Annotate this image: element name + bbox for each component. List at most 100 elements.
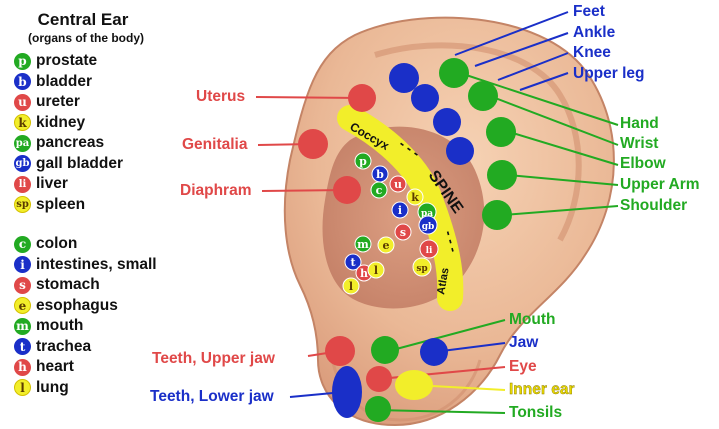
legend-title: Central Ear [37,10,129,29]
uterus-point [348,84,376,112]
legend-badge-b: b [14,73,31,91]
ear-badge-t [344,253,362,271]
callout-mouth: Mouth [509,311,556,328]
callout-shoulder: Shoulder [620,197,688,214]
ear-badge-text-u: u [394,178,402,191]
legend-item-pa: pa pancreas [6,133,196,154]
ear-badge-text-k: k [411,191,419,204]
ear-badge-text-p: p [359,155,367,168]
tonsils-point [365,396,391,422]
hand-point [439,58,469,88]
legend-badge-pa: pa [14,134,31,152]
callout-wrist: Wrist [620,135,659,152]
ankle-point [411,84,439,112]
legend-item-e: e esophagus [6,296,196,317]
legend-badge-e: e [14,297,31,315]
legend-label-i: intestines, small [36,255,157,273]
eye-point [366,366,392,392]
ear-badge-p [354,152,372,170]
legend-label-k: kidney [36,113,86,131]
ear-badge-sp [412,257,432,277]
callout-inner-ear: Inner ear [509,381,575,398]
legend-label-u: ureter [36,93,80,111]
ear-badge-e [377,236,395,254]
legend-badge-p: p [14,52,31,70]
jaw-point [420,338,448,366]
ear-badge-text-gb: gb [422,222,435,232]
legend-label-s: stomach [36,276,100,294]
ear-badge-text-e: e [383,239,390,252]
ear-badge-text-i: i [398,204,402,217]
ear-badge-l [367,261,385,279]
elbow-point [486,117,516,147]
callout-tonsils: Tonsils [509,404,563,421]
diaphram-point [333,176,361,204]
upper-arm-point [487,160,517,190]
callout-upper-leg: Upper leg [573,65,645,82]
legend-badge-gb: gb [14,155,31,173]
legend-label-t: trachea [36,337,92,355]
mouth-point [371,336,399,364]
spine-dash-bottom: - - - [441,229,462,254]
callout-upper-arm: Upper Arm [620,176,700,193]
ear-badge-k [406,188,424,206]
genitalia-point [298,129,328,159]
legend-badge-l: l [14,379,31,397]
callout-knee: Knee [573,44,611,61]
legend-label-pa: pancreas [36,134,105,152]
legend-subtitle: (organs of the body) [28,31,144,45]
ear-badge-text-b: b [376,168,384,181]
callout-uterus: Uterus [196,88,246,105]
legend-label-li: liver [36,175,68,193]
legend-label-c: colon [36,235,78,253]
legend-item-b: b bladder [6,72,196,93]
legend-label-e: esophagus [36,296,118,314]
leader-lines [255,11,619,414]
upper-leg-point [446,137,474,165]
feet-point [389,63,419,93]
ear-badge-m [354,235,372,253]
ear-badge-l-2 [342,277,360,295]
legend-label-sp: spleen [36,195,86,213]
ear-badge-text-c: c [376,184,383,197]
legend-label-m: mouth [36,317,84,335]
callout-eye: Eye [509,358,537,375]
legend-badge-h: h [14,358,31,376]
callout-diaphram: Diaphram [180,182,252,199]
ear-badge-text-h: h [360,267,368,280]
spine-bottom-label: Atlas [435,267,451,296]
callout-teeth-lower-jaw: Teeth, Lower jaw [150,388,274,405]
callout-ankle: Ankle [573,24,616,41]
ear-badge-text-l: l [374,264,378,277]
ear-badge-text-t: t [350,256,356,269]
ear-badge-text-l-2: l [349,280,353,293]
ear-badge-text-sp: sp [416,264,427,274]
knee-point [433,108,461,136]
ear-badge-i [391,201,409,219]
ear-badge-text-s: s [400,226,406,239]
legend-label-h: heart [36,358,74,376]
wrist-point [468,81,498,111]
inner-ear-point [395,370,433,400]
legend-badge-li: li [14,175,31,193]
spine-band [337,105,464,311]
legend-label-b: bladder [36,72,92,90]
ear-badge-li [419,239,439,259]
teeth-upper-point [325,336,355,366]
legend-badge-u: u [14,93,31,111]
legend-badge-sp: sp [14,196,31,214]
legend-label-l: lung [36,378,69,396]
